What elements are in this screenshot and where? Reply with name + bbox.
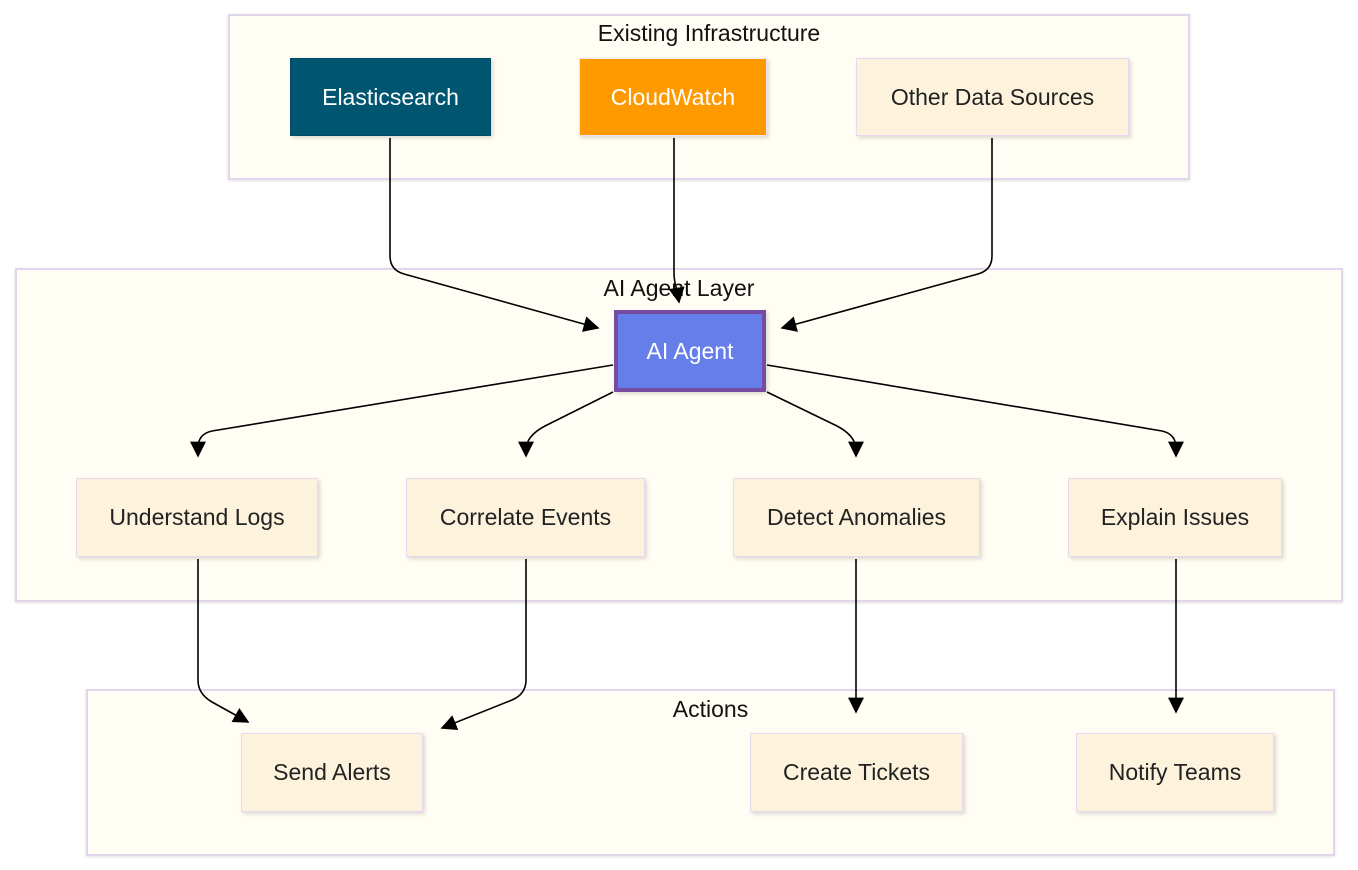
cloudwatch-node[interactable]: CloudWatch	[579, 58, 767, 136]
other-data-sources-node[interactable]: Other Data Sources	[856, 58, 1129, 136]
detect-anomalies-label: Detect Anomalies	[767, 504, 946, 530]
edge-agent-to-understand-logs	[190, 364, 614, 458]
notify-teams-node[interactable]: Notify Teams	[1076, 733, 1274, 812]
other-data-sources-label: Other Data Sources	[890, 83, 1095, 110]
create-tickets-node[interactable]: Create Tickets	[750, 733, 963, 812]
notify-teams-label: Notify Teams	[1108, 759, 1242, 785]
send-alerts-node[interactable]: Send Alerts	[241, 733, 423, 812]
edge-elasticsearch-to-agent	[389, 138, 600, 332]
edge-correlate-events-to-send-alerts	[440, 559, 527, 731]
edge-understand-logs-to-send-alerts	[197, 559, 250, 723]
explain-issues-node[interactable]: Explain Issues	[1068, 478, 1282, 557]
send-alerts-label: Send Alerts	[273, 759, 391, 785]
correlate-events-label: Correlate Events	[439, 504, 612, 530]
actions-group-title: Actions	[672, 696, 749, 722]
elasticsearch-label: Elasticsearch	[322, 83, 459, 110]
edge-agent-to-explain-issues	[766, 364, 1184, 458]
edge-agent-to-correlate-events	[518, 391, 614, 458]
infra-group-title: Existing Infrastructure	[597, 20, 821, 46]
understand-logs-node[interactable]: Understand Logs	[76, 478, 318, 557]
edge-agent-to-detect-anomalies	[766, 391, 864, 458]
elasticsearch-node[interactable]: Elasticsearch	[290, 58, 491, 136]
edge-other-sources-to-agent	[780, 138, 993, 332]
edge-cloudwatch-to-agent	[668, 138, 685, 304]
ai-agent-label: AI Agent	[646, 337, 734, 364]
cloudwatch-label: CloudWatch	[610, 83, 736, 110]
ai-agent-node[interactable]: AI Agent	[614, 310, 766, 392]
detect-anomalies-node[interactable]: Detect Anomalies	[733, 478, 980, 557]
correlate-events-node[interactable]: Correlate Events	[406, 478, 645, 557]
explain-issues-label: Explain Issues	[1100, 504, 1250, 530]
understand-logs-label: Understand Logs	[109, 504, 285, 530]
create-tickets-label: Create Tickets	[783, 759, 930, 785]
